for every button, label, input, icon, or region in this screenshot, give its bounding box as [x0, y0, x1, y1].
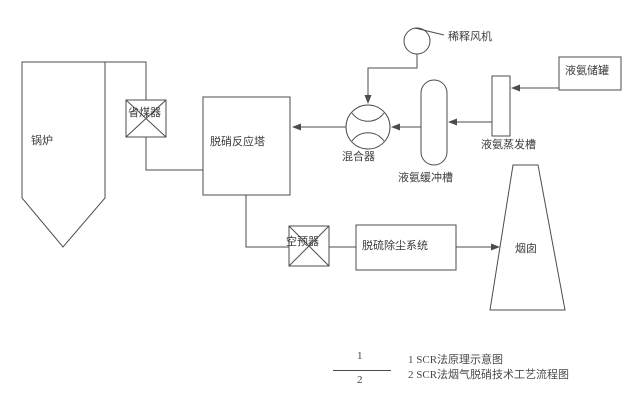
chimney-shape — [489, 164, 566, 311]
mixer-circle — [345, 104, 391, 150]
ammonia-buffer-tank-shape — [420, 79, 448, 166]
page-marker-bottom: 2 — [357, 374, 363, 386]
ammonia-evaporator-label: 液氨蒸发槽 — [481, 139, 536, 151]
arrowhead-into-reactor — [292, 123, 301, 131]
figure-caption-2: 2 SCR法烟气脱硝技术工艺流程图 — [408, 369, 570, 381]
scr-reactor-label: 脱硝反应塔 — [210, 136, 265, 148]
boiler-shape — [21, 61, 106, 248]
boiler-label: 锅炉 — [31, 135, 53, 147]
flow-line-reactor-to-preheater — [245, 195, 289, 248]
mixer-label: 混合器 — [342, 151, 375, 163]
desulf-dedust-label: 脱硫除尘系统 — [362, 240, 428, 252]
dilution-fan-casing — [414, 27, 445, 36]
ammonia-buffer-tank-label: 液氨缓冲槽 — [398, 172, 453, 184]
arrowhead-into-evaporator — [511, 84, 520, 92]
flow-line-economizer-to-reactor — [145, 137, 203, 171]
page-marker-divider — [333, 370, 391, 371]
air-preheater-cross — [288, 225, 330, 267]
ammonia-storage-tank-shape — [558, 56, 622, 91]
mixer-inner-curves — [351, 112, 385, 142]
dilution-fan-circle — [403, 27, 431, 55]
air-preheater-label: 空预器 — [286, 236, 319, 248]
air-preheater-box — [288, 225, 330, 267]
ammonia-evaporator-shape — [491, 75, 511, 137]
ammonia-storage-tank-label: 液氨储罐 — [565, 65, 609, 77]
economizer-cross — [125, 99, 167, 138]
chimney-label: 烟囱 — [515, 243, 537, 255]
arrowhead-into-mixer-top — [364, 95, 372, 104]
dilution-fan-label: 稀释风机 — [448, 31, 492, 43]
flow-line-boiler-to-economizer — [105, 61, 147, 100]
arrowhead-into-chimney — [491, 243, 500, 251]
figure-caption-1: 1 SCR法原理示意图 — [408, 354, 504, 366]
flow-line-fan-to-mixer — [367, 54, 418, 96]
arrowhead-into-mixer-right — [391, 123, 400, 131]
economizer-label: 省煤器 — [128, 107, 161, 119]
arrowhead-into-buffer — [448, 118, 457, 126]
page-marker-top: 1 — [357, 350, 363, 362]
